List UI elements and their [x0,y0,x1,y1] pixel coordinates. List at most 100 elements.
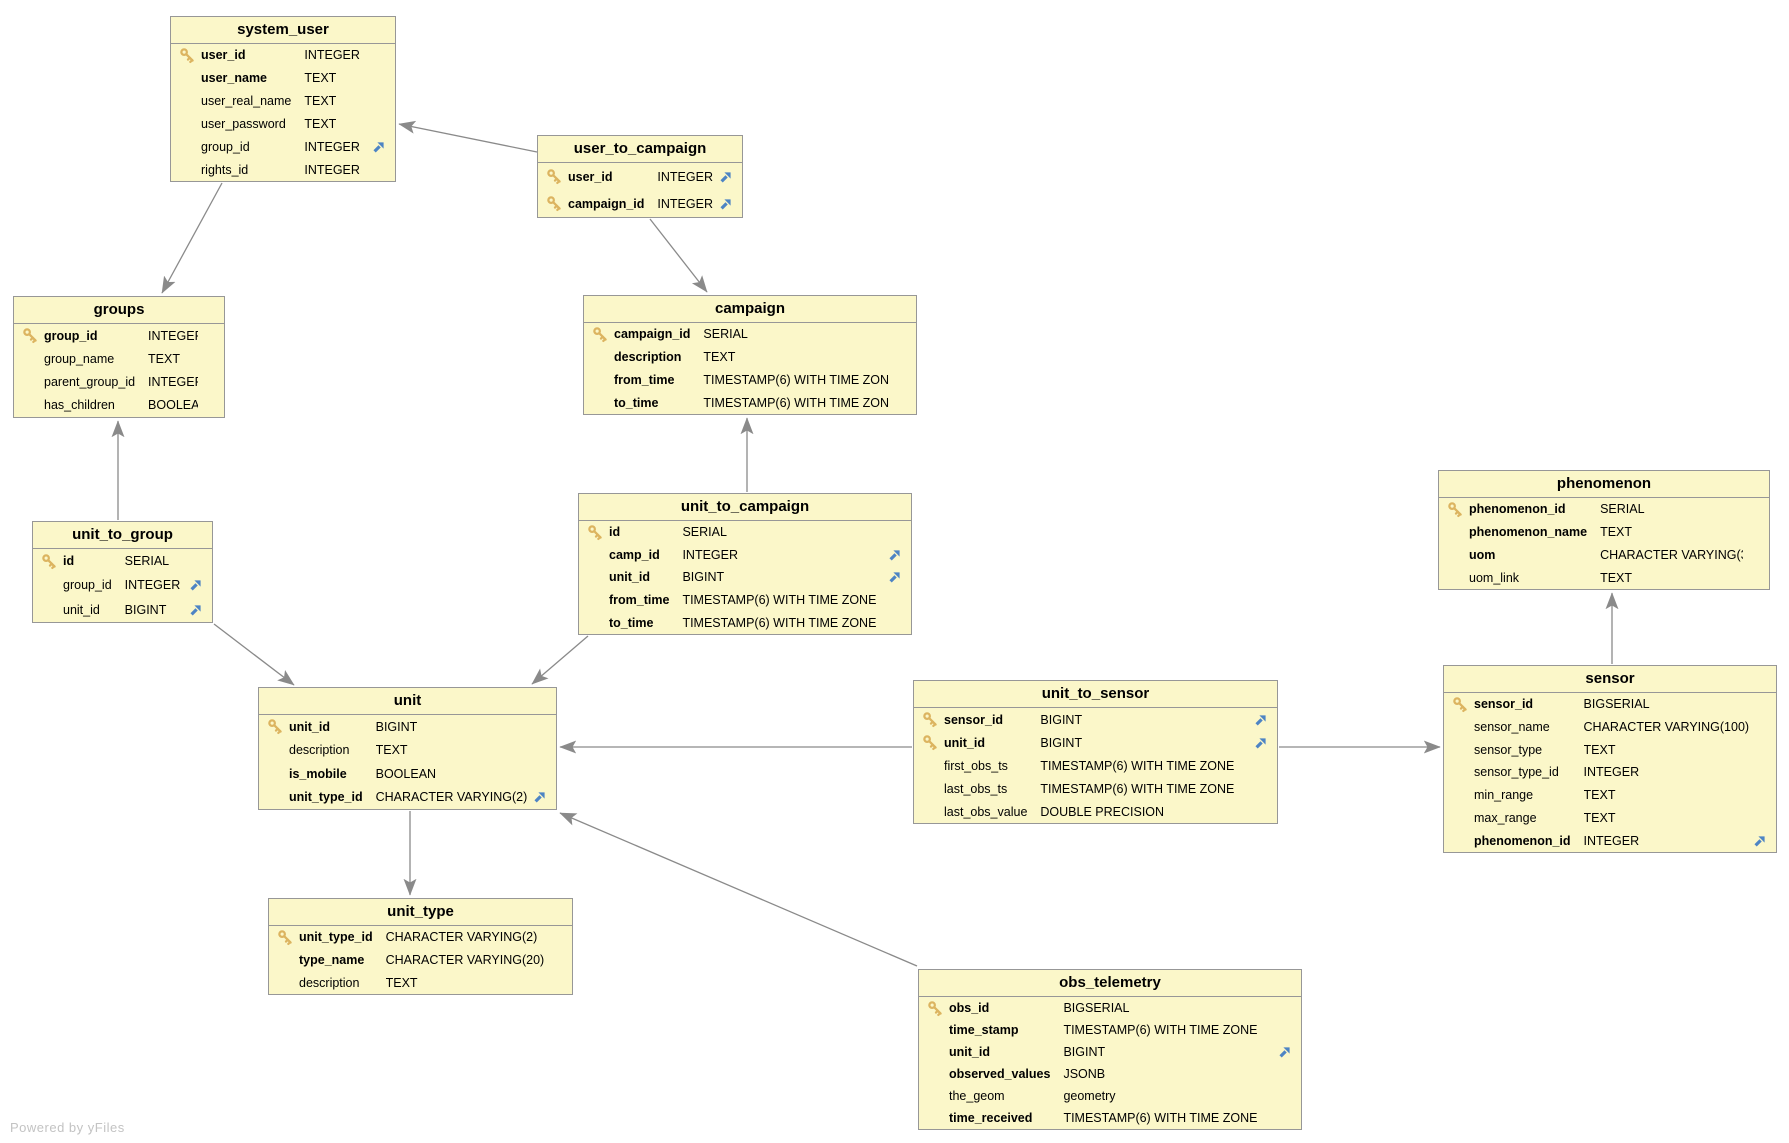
field-type: BOOLEAN [148,398,198,413]
field-name: observed_values [949,1067,1051,1081]
empty-fk-cell [903,521,911,544]
field-type: TEXT [375,743,408,758]
field-type: INTEGER [1583,765,1640,780]
field-type: TEXT [1583,810,1616,825]
primary-key-cell [1439,498,1469,521]
table-title-sensor: sensor [1444,666,1776,693]
edge-unit_to_campaign-to-unit [531,635,589,685]
empty-key-cell [919,1085,949,1107]
empty-fk-cell [564,971,572,994]
empty-fk-cell [1269,754,1277,777]
empty-fk-cell [204,549,212,573]
field-name: phenomenon_id [1474,833,1571,848]
empty-fk-cell [548,715,556,739]
empty-fk-cell [387,90,395,113]
field-type: BIGINT [682,570,725,585]
field-name: max_range [1474,810,1537,825]
foreign-key-cell [188,598,212,622]
empty-key-cell [1444,738,1474,761]
empty-key-cell [171,67,201,90]
field-type: JSONB [1063,1067,1106,1081]
table-title-campaign: campaign [584,296,916,323]
field-name: group_name [44,351,115,366]
primary-key-cell [919,997,949,1019]
field-type: INTEGER [148,328,198,343]
primary-key-icon [923,712,937,728]
field-type: INTEGER [304,162,360,177]
primary-key-cell [171,44,201,67]
empty-key-cell [584,391,614,414]
foreign-key-icon [1255,714,1266,726]
primary-key-icon [278,930,292,945]
field-type: BIGINT [1063,1045,1106,1059]
field-name: unit_id [944,735,985,750]
empty-fk-cell [1293,1107,1301,1129]
empty-key-cell [579,611,609,634]
empty-key-cell [1439,566,1469,589]
foreign-key-cell [188,573,212,597]
foreign-key-cell [1277,1041,1301,1063]
field-name: camp_id [609,547,660,562]
empty-fk-cell [1293,997,1301,1019]
empty-key-cell [171,158,201,181]
field-type: TEXT [1583,788,1616,803]
empty-fk-cell [216,324,224,347]
primary-key-icon [268,719,282,735]
field-name: to_time [614,395,659,410]
empty-fk-cell [548,762,556,786]
edge-user_to_campaign-to-system_user [398,120,538,153]
field-type: TEXT [304,71,337,86]
field-type: INTEGER [304,139,360,154]
empty-key-cell [1444,716,1474,739]
field-name: campaign_id [614,327,691,342]
primary-key-icon [547,169,561,185]
field-type: TEXT [1583,742,1616,757]
foreign-key-cell [1752,829,1776,852]
empty-fk-cell [1768,693,1776,716]
field-type: TIMESTAMP(6) WITH TIME ZONE [1040,758,1235,773]
table-node-groups[interactable]: groupsgroup_idINTEGERgroup_nameTEXTparen… [13,296,225,418]
field-name: is_mobile [289,766,347,781]
field-name: user_id [201,48,246,63]
field-name: type_name [299,952,365,967]
foreign-key-icon [889,572,900,584]
foreign-key-icon [373,142,384,153]
foreign-key-icon [1255,737,1266,749]
empty-fk-cell [216,347,224,370]
field-name: first_obs_ts [944,758,1008,773]
field-name: has_children [44,398,115,413]
field-type: INTEGER [1583,833,1640,848]
primary-key-cell [269,926,299,949]
empty-key-cell [259,786,289,810]
field-name: the_geom [949,1089,1005,1103]
empty-fk-cell [216,394,224,417]
primary-key-icon [593,327,607,342]
empty-fk-cell [1293,1063,1301,1085]
table-title-unit_type: unit_type [269,899,572,926]
primary-key-cell [538,163,568,190]
foreign-key-icon [720,198,731,210]
edge-user_to_campaign-to-campaign [649,218,708,293]
foreign-key-icon [534,792,545,803]
foreign-key-icon [190,605,201,616]
field-type: DOUBLE PRECISION [1040,804,1165,819]
primary-key-icon [1453,697,1467,712]
field-type: SERIAL [124,554,170,569]
field-type: INTEGER [304,48,360,63]
foreign-key-cell [532,786,556,810]
